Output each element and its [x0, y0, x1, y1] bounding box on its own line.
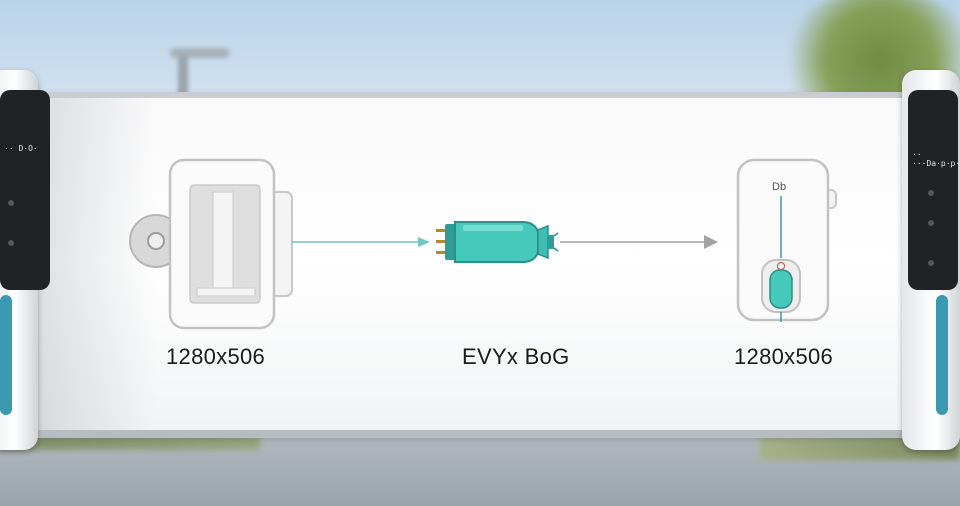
wallbox-charger-icon	[736, 158, 837, 322]
right-charger-trim	[936, 295, 948, 415]
left-caption: 1280x506	[166, 344, 266, 369]
right-ev-charger: ·· ···Da·p·p·	[902, 70, 960, 450]
right-caption: 1280x506	[734, 344, 834, 369]
right-charger-text: ·· ···Da·p·p·	[912, 150, 960, 168]
ev-plug-icon	[436, 221, 559, 263]
center-caption: EVYx BoG	[462, 344, 570, 369]
left-charger-screen: ·· D·O·	[0, 90, 50, 290]
left-charger-text: ·· D·O·	[4, 144, 38, 153]
wallbox-label: Db	[772, 181, 786, 193]
right-charger-screen: ·· ···Da·p·p·	[908, 90, 960, 290]
outlet-device-icon	[168, 158, 293, 330]
arrow-to-charger	[560, 235, 718, 249]
arrow-to-plug	[292, 237, 430, 247]
left-charger-trim	[0, 295, 12, 415]
street-lamp-pole	[178, 55, 188, 115]
left-ev-charger: ·· D·O·	[0, 70, 50, 450]
street-lamp-head	[170, 48, 230, 58]
